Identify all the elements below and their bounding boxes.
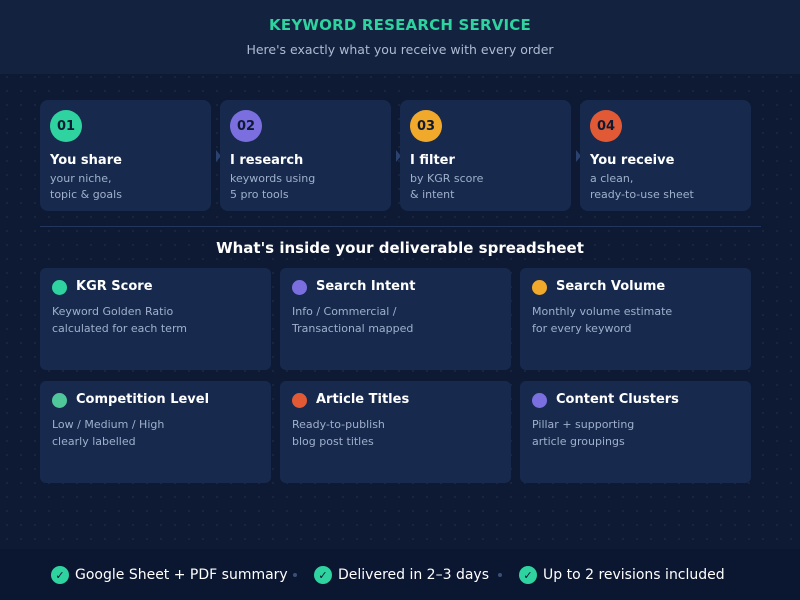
feature-title: Competition Level: [76, 392, 210, 407]
arrow-right-icon: [576, 150, 581, 162]
footer-item-delivery: ✓ Delivered in 2–3 days: [314, 566, 489, 584]
feature-title: Article Titles: [316, 392, 410, 407]
check-icon: ✓: [51, 566, 69, 584]
footer-item-revisions: ✓ Up to 2 revisions included: [519, 566, 725, 584]
step-title: You share: [50, 153, 122, 168]
footer-item-label: Up to 2 revisions included: [543, 567, 725, 583]
step-title: You receive: [590, 153, 675, 168]
feature-dot-icon: [292, 280, 307, 295]
arrow-right-icon: [216, 150, 221, 162]
page-subtitle: Here's exactly what you receive with eve…: [246, 42, 554, 57]
step-number-badge: 04: [590, 110, 622, 142]
header: KEYWORD RESEARCH SERVICE Here's exactly …: [0, 0, 800, 74]
separator-dot: [498, 573, 502, 577]
arrow-right-icon: [396, 150, 401, 162]
process-steps: 01 You share your niche,topic & goals 02…: [40, 100, 751, 211]
step-card-3: 03 I filter by KGR score& intent: [400, 100, 571, 211]
feature-title: Content Clusters: [556, 392, 679, 407]
footer-item-label: Google Sheet + PDF summary: [75, 567, 288, 583]
feature-dot-icon: [292, 393, 307, 408]
footer-item-format: ✓ Google Sheet + PDF summary: [51, 566, 288, 584]
footer-item-label: Delivered in 2–3 days: [338, 567, 489, 583]
page-title: KEYWORD RESEARCH SERVICE: [269, 16, 531, 34]
step-title: I filter: [410, 153, 455, 168]
section-divider: [40, 226, 761, 227]
feature-dot-icon: [532, 393, 547, 408]
step-title: I research: [230, 153, 304, 168]
check-icon: ✓: [314, 566, 332, 584]
step-number-badge: 01: [50, 110, 82, 142]
feature-dot-icon: [532, 280, 547, 295]
feature-description: Info / Commercial /Transactional mapped: [292, 305, 414, 335]
step-card-1: 01 You share your niche,topic & goals: [40, 100, 211, 211]
step-number-badge: 02: [230, 110, 262, 142]
separator-dot: [293, 573, 297, 577]
step-description: your niche,topic & goals: [50, 172, 122, 201]
feature-title: Search Intent: [316, 279, 416, 294]
section-title: What's inside your deliverable spreadshe…: [216, 239, 584, 257]
feature-dot-icon: [52, 393, 67, 408]
step-number-badge: 03: [410, 110, 442, 142]
feature-title: Search Volume: [556, 279, 666, 294]
step-card-4: 04 You receive a clean,ready-to-use shee…: [580, 100, 751, 211]
check-icon: ✓: [519, 566, 537, 584]
feature-card-search-intent: Search Intent Info / Commercial /Transac…: [280, 268, 511, 370]
feature-title: KGR Score: [76, 279, 153, 294]
step-description: by KGR score& intent: [410, 172, 484, 201]
feature-dot-icon: [52, 280, 67, 295]
step-description: a clean,ready-to-use sheet: [590, 172, 694, 201]
footer-bar: ✓ Google Sheet + PDF summary ✓ Delivered…: [0, 549, 800, 600]
